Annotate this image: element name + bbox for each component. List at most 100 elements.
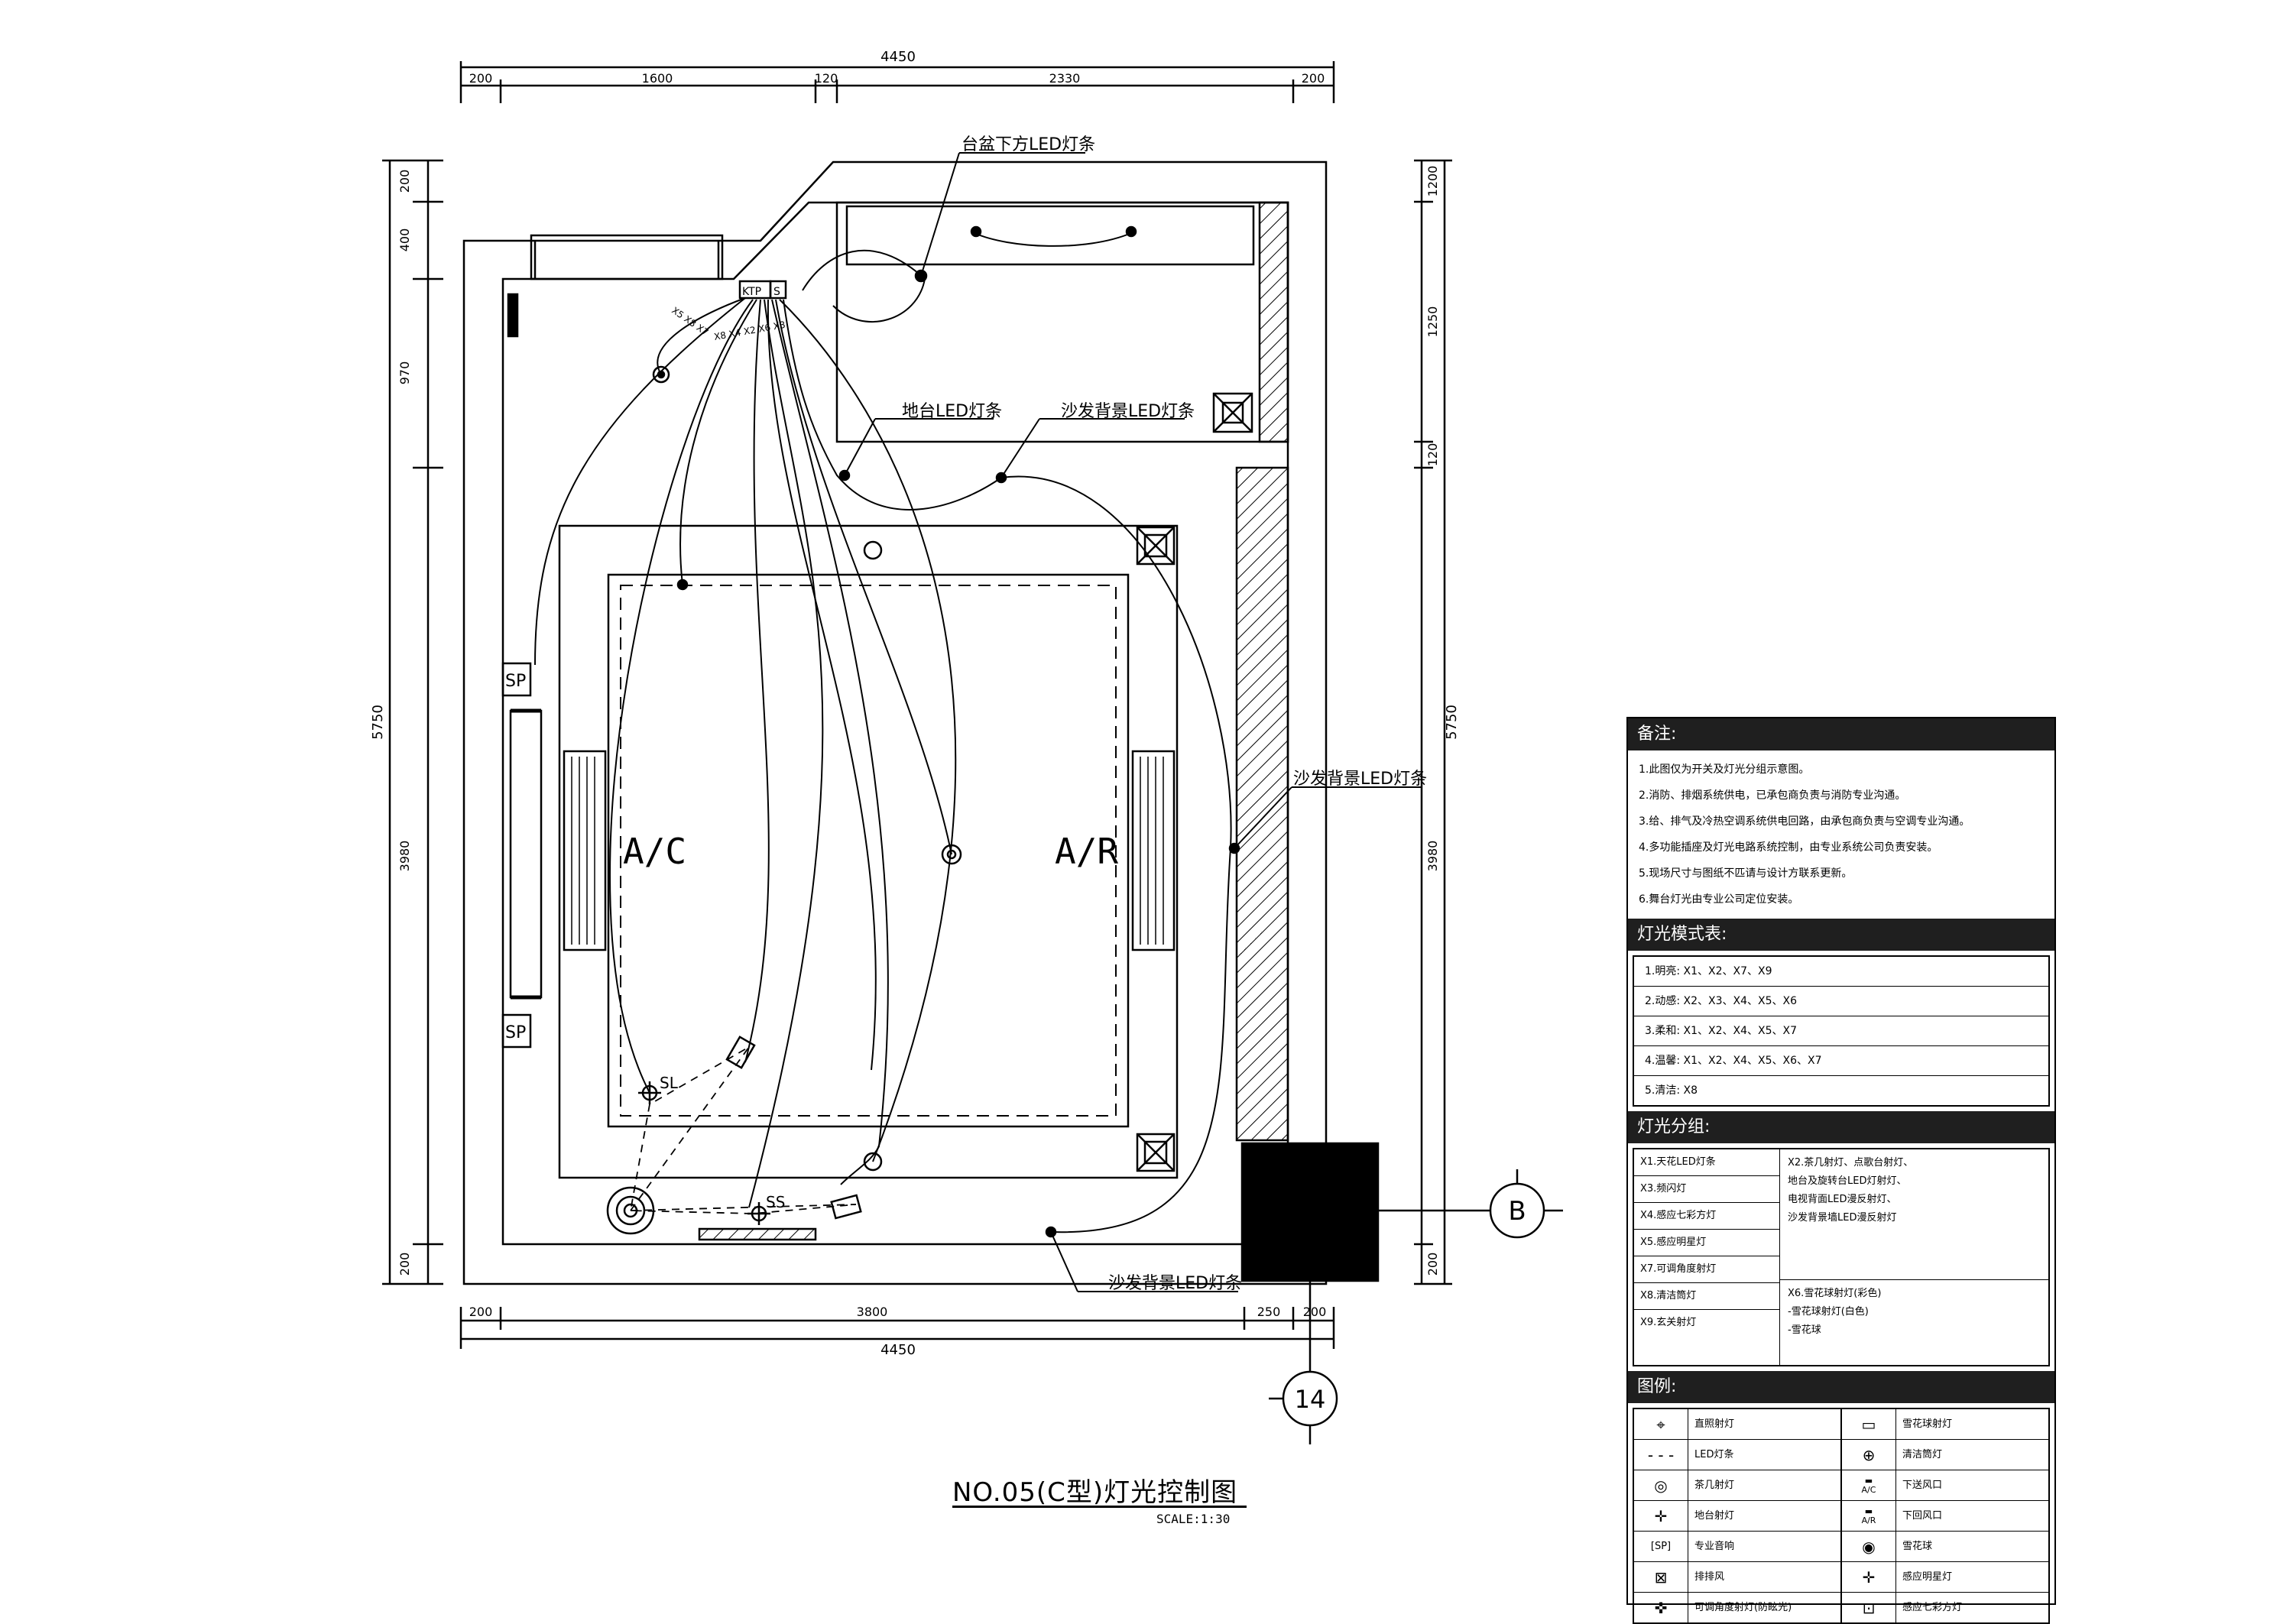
star-light-icon: ✛ [1842, 1562, 1896, 1592]
dim-top-1: 200 [469, 71, 493, 86]
note-item: 2.消防、排烟系统供电，已承包商负责与消防专业沟通。 [1639, 789, 1906, 802]
annotation-panel: 备注: 1.此图仅为开关及灯光分组示意图。 2.消防、排烟系统供电，已承包商负责… [1626, 717, 2056, 1624]
led-strip-outline [620, 585, 1117, 1117]
dim-bottom-4: 200 [1303, 1305, 1327, 1319]
dim-left-4: 3980 [397, 841, 412, 872]
dim-right-total: 5750 [1444, 705, 1460, 740]
legend-label: LED灯条 [1694, 1449, 1734, 1460]
adjustable-spot-icon: ✜ [1634, 1593, 1688, 1622]
legend-label: 下回风口 [1902, 1510, 1943, 1522]
table-spotlight-icon: ◎ [1634, 1470, 1688, 1500]
return-vent-tag: A/R [1861, 1515, 1876, 1525]
leaders [844, 152, 1422, 1292]
modes-header: 灯光模式表: [1628, 919, 2054, 951]
label-floor-led: 地台LED灯条 [902, 402, 1002, 421]
label-sp-bottom: SP [505, 1023, 526, 1042]
bathroom-wall-hatch [1258, 201, 1289, 443]
groups-table: X1.天花LED灯条 X3.频闪灯 X4.感应七彩方灯 X5.感应明星灯 X7.… [1633, 1148, 2050, 1366]
basin-counter [845, 205, 1255, 266]
mode-row: 5.清洁: X8 [1645, 1084, 1698, 1097]
label-sofa-led-right: 沙发背景LED灯条 [1293, 770, 1427, 789]
drawing-scale: SCALE:1:30 [1156, 1512, 1231, 1526]
group-x2-block: X2.茶几射灯、点歌台射灯、 地台及旋转台LED灯射灯、 电视背面LED漫反射灯… [1780, 1149, 2048, 1280]
exhaust-fan-icon: ⊠ [1634, 1562, 1688, 1592]
spotlight-icon: ⌖ [1634, 1409, 1688, 1439]
label-sp-top: SP [505, 672, 526, 691]
legend-label: 茶几射灯 [1694, 1480, 1735, 1491]
ceiling-outer [558, 524, 1179, 1179]
notes-header: 备注: [1628, 718, 2054, 750]
dim-right-3: 120 [1425, 443, 1440, 467]
downlight-icon: ⊕ [1842, 1440, 1896, 1470]
group-item: X8.清洁筒灯 [1634, 1283, 1779, 1310]
speaker-bottom [501, 1013, 532, 1049]
exhaust-fan-bath [1212, 392, 1253, 433]
led-strip-icon: - - - [1634, 1440, 1688, 1470]
group-x2-line: X2.茶几射灯、点歌台射灯、 [1788, 1157, 1914, 1169]
legend-label: 专业音响 [1694, 1541, 1735, 1552]
floor-spotlight-icon: ✛ [1634, 1501, 1688, 1531]
legend-row: ⊕清洁筒灯 [1842, 1440, 2048, 1470]
group-x6-block: X6.雪花球射灯(彩色) -雪花球射灯(白色) -雪花球 [1780, 1280, 2048, 1344]
speaker-top [501, 662, 532, 697]
stage-platform [698, 1227, 817, 1241]
legend-row: ⊡感应七彩方灯 [1842, 1593, 2048, 1622]
legend-row: ◎ 茶几射灯 [1634, 1470, 1840, 1501]
legend-label: 地台射灯 [1694, 1510, 1735, 1522]
groups-right-column: X2.茶几射灯、点歌台射灯、 地台及旋转台LED灯射灯、 电视背面LED漫反射灯… [1780, 1149, 2048, 1365]
dim-bottom-3: 250 [1257, 1305, 1281, 1319]
legend-row: ✛ 地台射灯 [1634, 1501, 1840, 1532]
dim-top-3: 120 [815, 71, 838, 86]
dimension-left [382, 159, 443, 1285]
dim-left-3: 970 [397, 361, 412, 385]
speaker-icon: [SP] [1634, 1532, 1688, 1561]
drawing-title: NO.05(C型)灯光控制图 [952, 1477, 1238, 1508]
legend-label: 雪花球射灯 [1902, 1418, 1953, 1430]
callout-14-label: 14 [1295, 1385, 1326, 1414]
note-item: 1.此图仅为开关及灯光分组示意图。 [1639, 763, 1810, 776]
legend-table: ⌖直照射灯 - - -LED灯条 ◎茶几射灯 ✛地台射灯 [SP]专业音响 ⊠排… [1633, 1408, 2050, 1624]
return-vent [1131, 750, 1176, 951]
legend-row: ✛ 感应明星灯 [1842, 1562, 2048, 1593]
group-item: X9.玄关射灯 [1640, 1317, 1697, 1328]
groups-header: 灯光分组: [1628, 1111, 2054, 1143]
note-item: 4.多功能插座及灯光电路系统控制，由专业系统公司负责安装。 [1639, 841, 1938, 854]
supply-vent-icon: ▬A/C [1842, 1470, 1896, 1500]
entry-door [530, 234, 724, 280]
notes-list: 1.此图仅为开关及灯光分组示意图。 2.消防、排烟系统供电，已承包商负责与消防专… [1628, 750, 2054, 919]
legend-row: ▭雪花球射灯 [1842, 1409, 2048, 1440]
label-switch-s: S [773, 286, 780, 298]
dim-bottom-1: 200 [469, 1305, 493, 1319]
legend-row: ▬A/C 下送风口 [1842, 1470, 2048, 1501]
group-item: X3.频闪灯 [1634, 1176, 1779, 1203]
label-sofa-led-top: 沙发背景LED灯条 [1061, 402, 1195, 421]
label-ss: SS [766, 1193, 785, 1211]
legend-row: ⊠ 排排风 [1634, 1562, 1840, 1593]
legend-label: 下送风口 [1902, 1480, 1943, 1491]
mode-row: 1.明亮: X1、X2、X7、X9 [1634, 957, 2048, 987]
label-switch-panel: KTP [742, 286, 761, 298]
group-item: X7.可调角度射灯 [1634, 1256, 1779, 1283]
groups-left-column: X1.天花LED灯条 X3.频闪灯 X4.感应七彩方灯 X5.感应明星灯 X7.… [1634, 1149, 1780, 1365]
label-sofa-led-bottom: 沙发背景LED灯条 [1108, 1274, 1242, 1293]
group-item: X1.天花LED灯条 [1634, 1149, 1779, 1176]
group-x6-line: -雪花球 [1788, 1324, 1821, 1336]
group-x2-line: 电视背面LED漫反射灯、 [1788, 1194, 1897, 1205]
group-item: X4.感应七彩方灯 [1634, 1203, 1779, 1230]
dim-right-2: 1250 [1425, 306, 1440, 338]
dim-top-total: 4450 [880, 49, 916, 65]
note-item: 3.给、排气及冷热空调系统供电回路，由承包商负责与空调专业沟通。 [1639, 815, 1970, 828]
label-basin-led: 台盆下方LED灯条 [962, 135, 1095, 154]
dim-right-5: 200 [1425, 1253, 1440, 1276]
title-underline [952, 1506, 1247, 1508]
legend-row: [SP] 专业音响 [1634, 1532, 1840, 1562]
legend-label: 排排风 [1694, 1571, 1725, 1583]
ceiling-inner [607, 573, 1130, 1128]
legend-label: 感应七彩方灯 [1902, 1602, 1963, 1613]
legend-label: 感应明星灯 [1902, 1571, 1953, 1583]
sofa-wall-hatch [1235, 466, 1289, 1142]
label-wire-tags2: X8 X4 X2 X6 X3 [713, 319, 786, 342]
